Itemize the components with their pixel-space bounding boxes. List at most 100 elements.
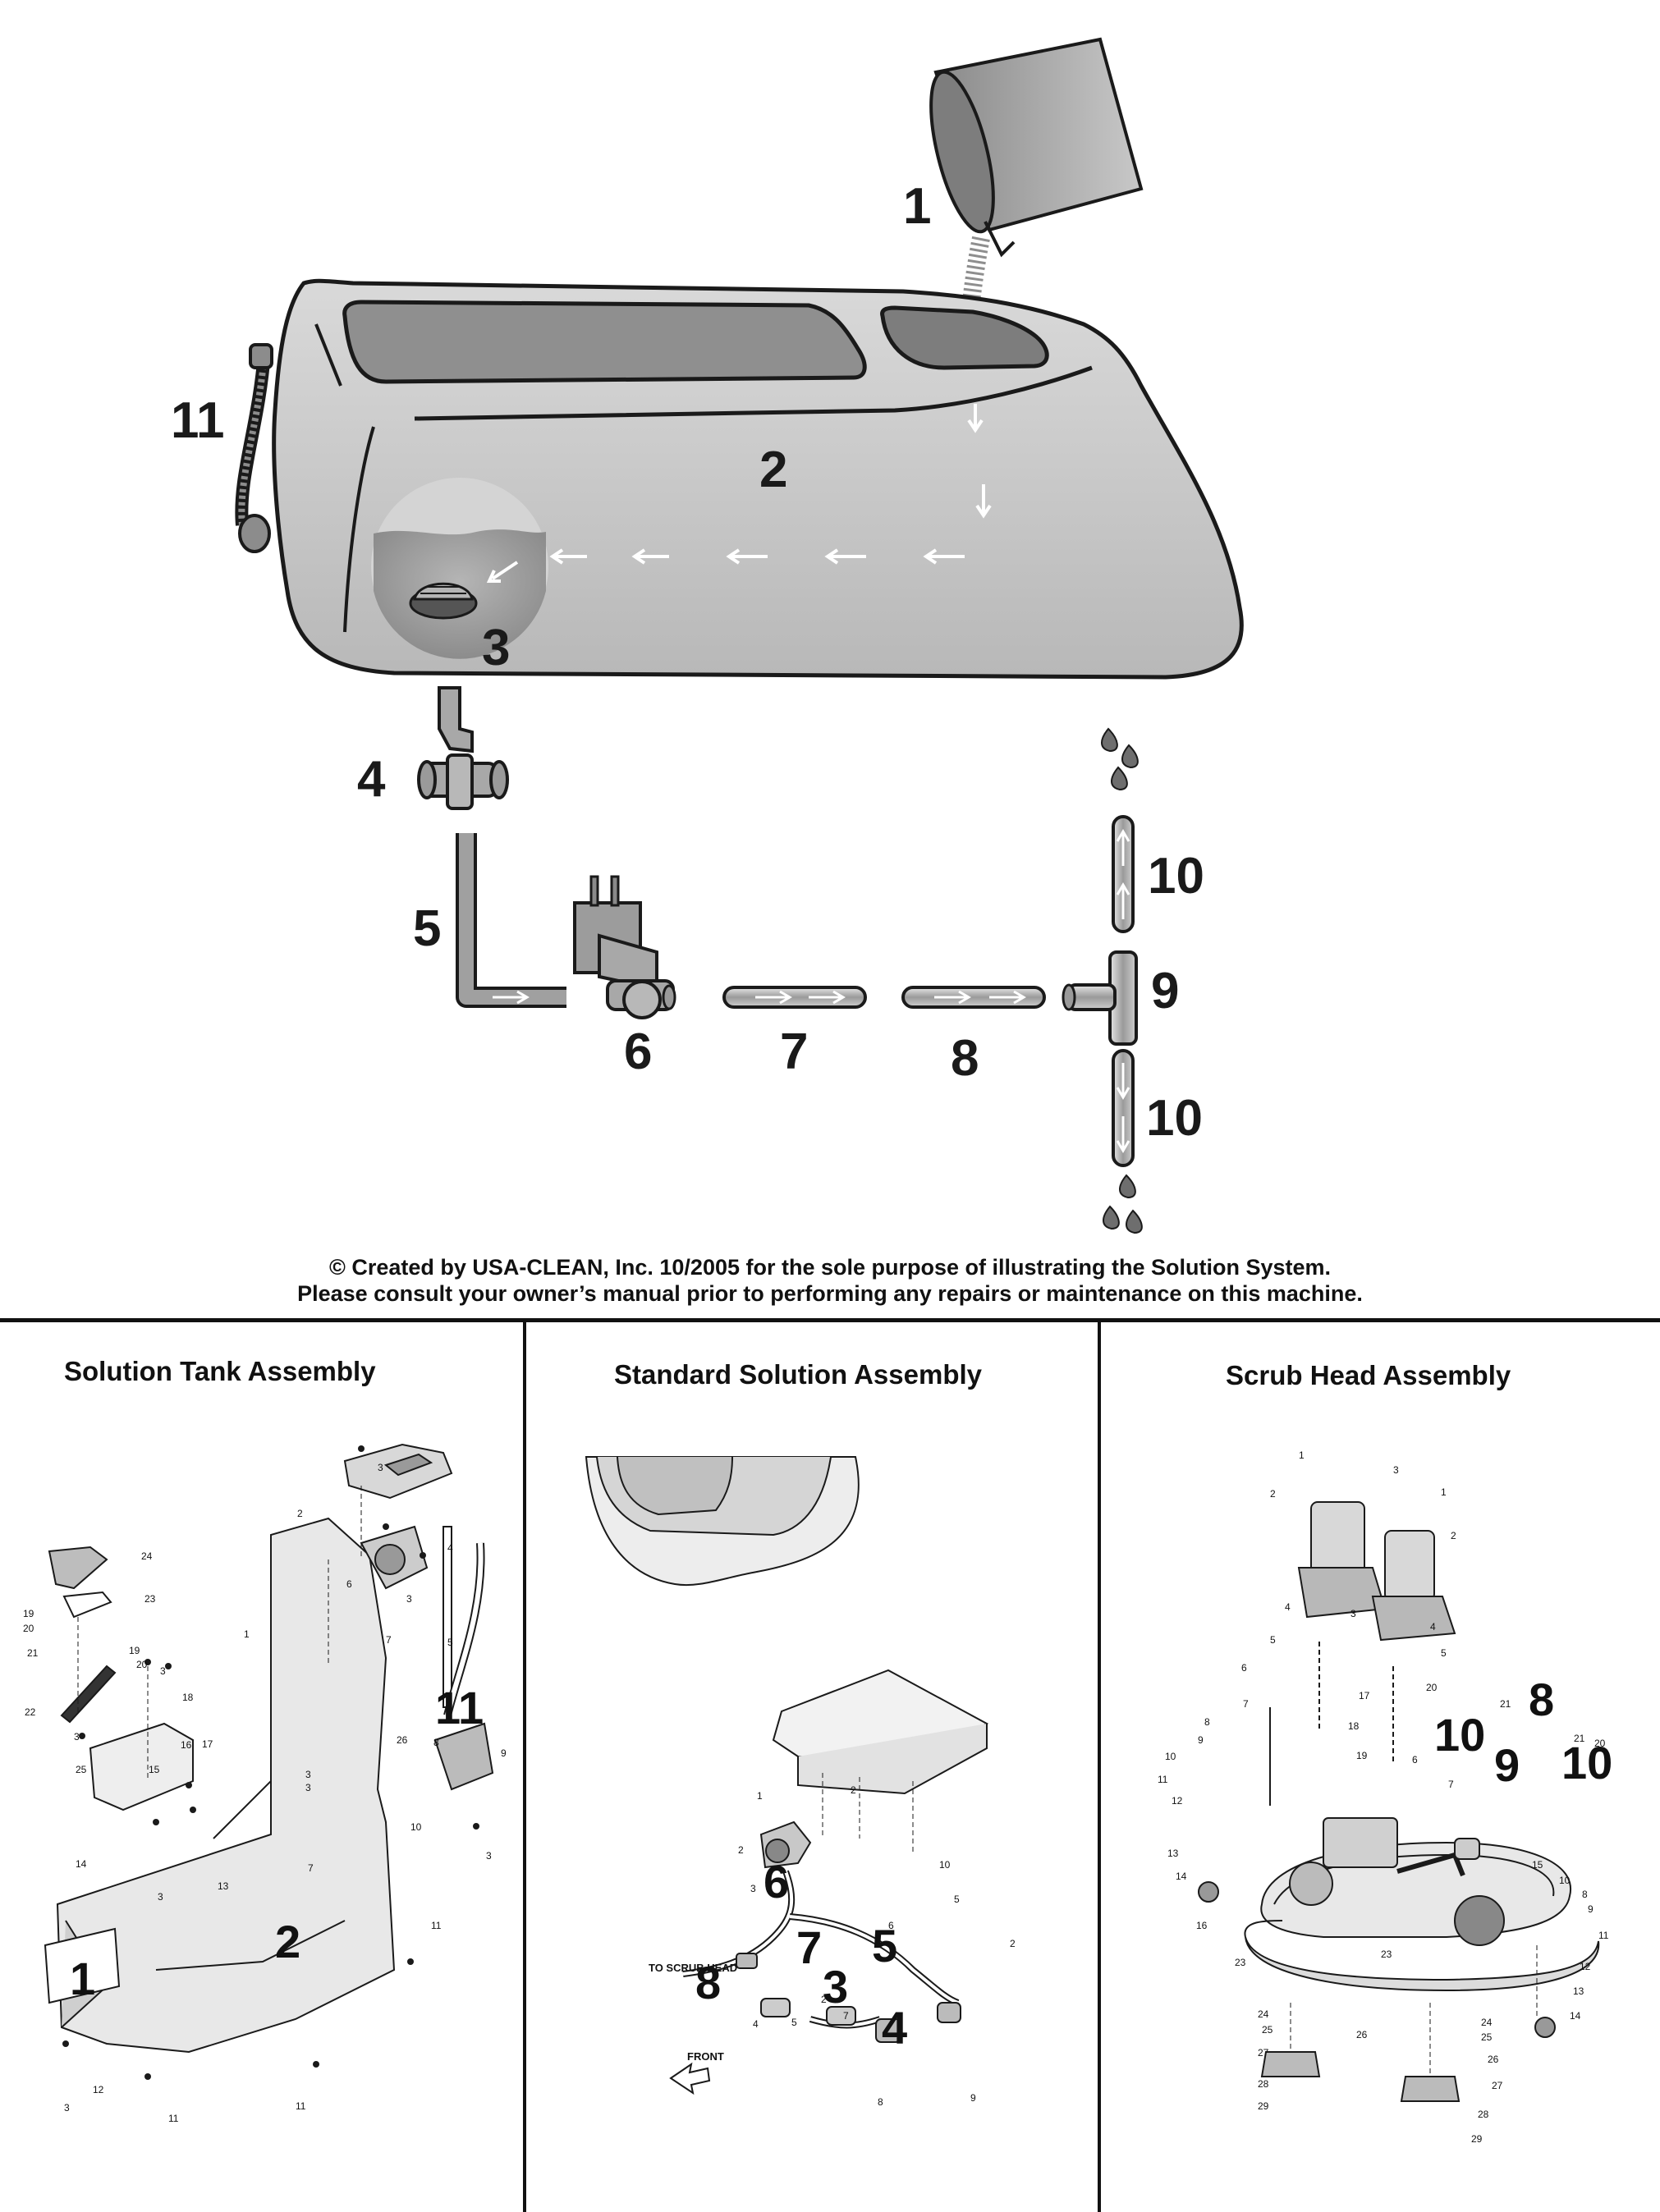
scrub-label: 25: [1262, 2024, 1273, 2036]
scrub-label: 15: [1532, 1859, 1543, 1871]
scrub-label: 28: [1258, 2078, 1269, 2090]
front-label: FRONT: [687, 2050, 724, 2063]
tank-label: 23: [144, 1593, 156, 1605]
scrub-label: 25: [1481, 2031, 1493, 2043]
scrub-label: 3: [1350, 1608, 1356, 1619]
tube-7-icon: [722, 986, 867, 1009]
scrub-label: 5: [1270, 1634, 1276, 1646]
standard-label: 2: [1010, 1938, 1016, 1949]
solution-tank-assembly-drawing: 11 1 2 3 2 24 4 23 6 19 20 3 21 19 20 1 …: [23, 1443, 507, 2124]
tank-label: 26: [397, 1734, 408, 1746]
horizontal-divider: [0, 1318, 1660, 1322]
callout-10-lower: 10: [1146, 1090, 1203, 1147]
standard-label: 2: [738, 1844, 744, 1856]
scrub-label: 9: [1588, 1903, 1594, 1915]
panel-title-scrub-head: Scrub Head Assembly: [1226, 1360, 1511, 1390]
droplets-top-icon: [1101, 727, 1139, 791]
tube-10-lower-icon: [1112, 1049, 1135, 1167]
tank-label: 15: [149, 1764, 160, 1775]
solution-flow-diagram: 1 2 3 4 5 6 7 8 9 10 10 11: [171, 37, 1244, 1234]
scrub-label: 17: [1359, 1690, 1370, 1701]
tank-label: 11: [168, 2113, 179, 2124]
standard-label: 3: [750, 1883, 756, 1894]
standard-label: 4: [753, 2018, 759, 2030]
callout-9: 9: [1151, 963, 1179, 1019]
standard-label: 9: [970, 2092, 976, 2104]
standard-callout-6: 6: [764, 1856, 789, 1907]
tank-label: 7: [386, 1634, 392, 1646]
tank-label: 2: [297, 1508, 303, 1519]
scrub-label: 16: [1196, 1920, 1208, 1931]
copyright-line-1: © Created by USA-CLEAN, Inc. 10/2005 for…: [328, 1255, 1332, 1280]
tank-label: 3: [305, 1782, 311, 1793]
tank-label: 3: [158, 1891, 163, 1903]
standard-callout-8: 8: [695, 1957, 721, 2008]
tank-label: 18: [182, 1692, 194, 1703]
scrub-head-assembly-drawing: 8 10 10 9 1 3 1 2 2 4 3 4 5 5 6 17 20 21…: [1158, 1449, 1612, 2145]
callout-1: 1: [903, 178, 931, 235]
scrub-label: 13: [1573, 1985, 1584, 1997]
scrub-label: 24: [1258, 2008, 1269, 2020]
scrub-label: 14: [1176, 1871, 1187, 1882]
sight-tube-icon: [235, 343, 273, 553]
tank-callout-2: 2: [275, 1916, 300, 1967]
callout-5: 5: [413, 900, 441, 957]
scrub-label: 18: [1348, 1720, 1360, 1732]
callout-7: 7: [780, 1024, 808, 1080]
callout-8: 8: [951, 1030, 979, 1087]
standard-label: 2: [851, 1784, 856, 1796]
scrub-label: 6: [1241, 1662, 1247, 1674]
standard-callout-7: 7: [796, 1921, 822, 1973]
scrub-label: 21: [1574, 1733, 1585, 1744]
tank-label: 25: [76, 1764, 87, 1775]
tank-label: 24: [141, 1550, 153, 1562]
scrub-label: 24: [1481, 2017, 1493, 2028]
scrub-label: 21: [1500, 1698, 1511, 1710]
tank-callout-11: 11: [435, 1682, 484, 1733]
scrub-label: 23: [1381, 1949, 1392, 1960]
panel-title-standard-solution: Standard Solution Assembly: [614, 1359, 983, 1390]
scrub-label: 4: [1285, 1601, 1291, 1613]
scrub-label: 9: [1198, 1734, 1204, 1746]
scrub-label: 13: [1167, 1848, 1179, 1859]
tube-10-upper-icon: [1112, 815, 1135, 933]
scrub-label: 2: [1451, 1530, 1456, 1541]
scrub-label: 11: [1598, 1930, 1609, 1941]
tank-label: 3: [305, 1769, 311, 1780]
solution-tank: [272, 278, 1244, 680]
tank-label: 19: [129, 1645, 140, 1656]
tank-label: 9: [501, 1747, 507, 1759]
scrub-label: 6: [1412, 1754, 1418, 1765]
tank-callout-1: 1: [70, 1953, 95, 2004]
scrub-label: 8: [1204, 1716, 1210, 1728]
tank-label: 8: [433, 1737, 439, 1748]
tank-label: 1: [244, 1628, 250, 1640]
flow-arrows: [486, 404, 992, 583]
standard-callout-3: 3: [823, 1961, 848, 2013]
tank-label: 3: [74, 1731, 80, 1743]
standard-label: 10: [939, 1859, 951, 1871]
scrub-callout-10-left: 10: [1434, 1709, 1485, 1761]
scrub-label: 1: [1441, 1486, 1447, 1498]
standard-solution-assembly-drawing: FRONT TO SCRUB HEAD 6 7 5 8 3 4 1 2 2 10…: [585, 1456, 1016, 2108]
standard-label: 1: [757, 1790, 763, 1802]
tank-label: 17: [202, 1738, 213, 1750]
callout-10-upper: 10: [1148, 848, 1204, 904]
panel-divider-2: [1098, 1320, 1101, 2212]
standard-label: 6: [888, 1920, 894, 1931]
panel-divider-1: [523, 1320, 526, 2212]
to-scrub-head-label: TO SCRUB HEAD: [649, 1962, 737, 1974]
valve-icon: [417, 686, 509, 810]
scrub-label: 27: [1492, 2080, 1503, 2091]
panel-title-solution-tank: Solution Tank Assembly: [64, 1356, 376, 1386]
scrub-label: 1: [1299, 1449, 1305, 1461]
tank-label: 6: [346, 1578, 352, 1590]
tank-label: 7: [308, 1862, 314, 1874]
copyright-line-2: Please consult your owner’s manual prior…: [297, 1281, 1363, 1306]
scrub-label: 20: [1426, 1682, 1438, 1693]
tank-label: 16: [181, 1739, 192, 1751]
scrub-label: 8: [1582, 1889, 1588, 1900]
tank-label: 3: [64, 2102, 70, 2114]
scrub-label: 28: [1478, 2109, 1489, 2120]
callout-2: 2: [759, 442, 787, 498]
